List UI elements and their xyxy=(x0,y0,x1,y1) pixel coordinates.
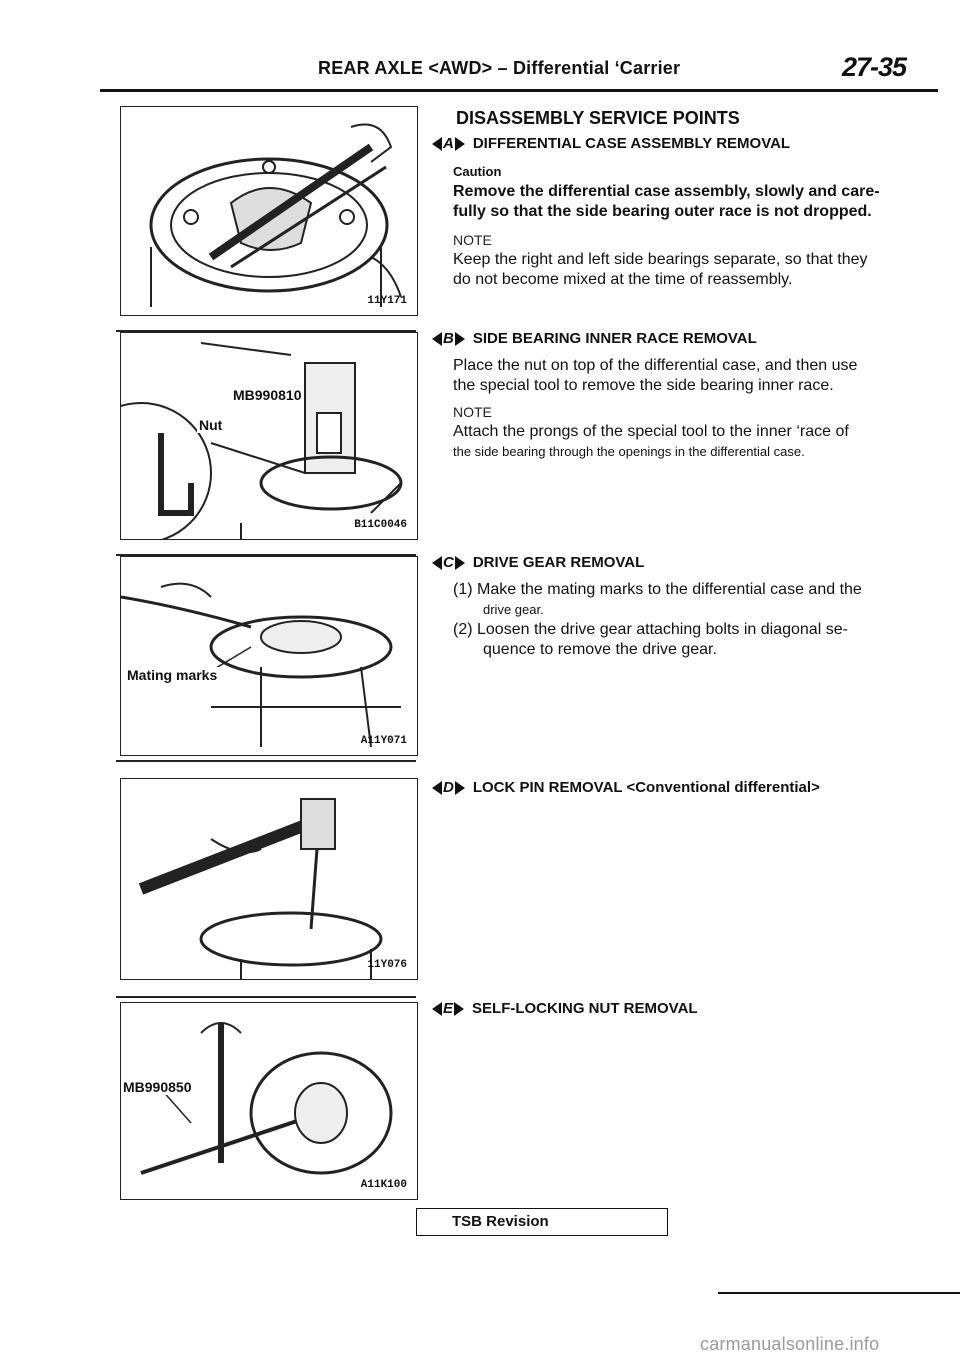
tsb-revision-box: TSB Revision xyxy=(416,1208,668,1236)
figure-code: A11K100 xyxy=(360,1179,407,1191)
section-a-marker: A xyxy=(432,135,465,152)
section-a-body: Caution Remove the differential case ass… xyxy=(453,162,931,290)
section-c-title: DRIVE GEAR REMOVAL xyxy=(472,554,645,571)
step-1-line-2: drive gear. xyxy=(483,602,544,617)
note-label: NOTE xyxy=(453,232,492,248)
section-b-title: SIDE BEARING INNER RACE REMOVAL xyxy=(472,330,757,347)
note-label: NOTE xyxy=(453,404,492,420)
step-2-line-2: quence to remove the drive gear. xyxy=(483,641,717,658)
section-d-marker: D xyxy=(432,779,465,796)
section-e-heading: E SELF-LOCKING NUT REMOVAL xyxy=(432,1000,698,1017)
mating-marks-illustration xyxy=(121,582,401,748)
figure-mating-marks: Mating marks A11Y071 xyxy=(120,556,418,756)
tsb-revision-label: TSB Revision xyxy=(452,1213,549,1230)
footer-rule xyxy=(718,1292,960,1294)
case-removal-illustration xyxy=(149,123,402,307)
figure-inner-race: MB990810 Nut B11C0046 xyxy=(120,332,418,540)
caution-line-2: fully so that the side bearing outer rac… xyxy=(453,203,872,220)
section-a-heading: A DIFFERENTIAL CASE ASSEMBLY REMOVAL xyxy=(432,135,790,152)
body-line-2: the special tool to remove the side bear… xyxy=(453,377,834,394)
divider xyxy=(116,760,416,762)
section-c-marker: C xyxy=(432,554,465,571)
note-line-1: Attach the prongs of the special tool to… xyxy=(453,423,849,440)
figure-code: 11Y171 xyxy=(367,295,407,307)
divider xyxy=(116,996,416,998)
caution-line-1: Remove the differential case assembly, s… xyxy=(453,183,880,200)
section-c-heading: C DRIVE GEAR REMOVAL xyxy=(432,554,644,571)
figure-case-removal: 11Y171 xyxy=(120,106,418,316)
note-line-2: do not become mixed at the time of reass… xyxy=(453,271,793,288)
divider xyxy=(116,330,416,332)
lock-pin-illustration xyxy=(138,798,383,979)
callout-mating-marks: Mating marks xyxy=(125,667,220,683)
watermark: carmanualsonline.info xyxy=(700,1334,880,1354)
callout-nut: Nut xyxy=(197,417,225,433)
note-line-1: Keep the right and left side bearings se… xyxy=(453,251,868,268)
figure-code: B11C0046 xyxy=(354,519,407,531)
header-rule xyxy=(100,89,938,92)
section-b-marker: B xyxy=(432,330,465,347)
section-e-title: SELF-LOCKING NUT REMOVAL xyxy=(472,1000,698,1017)
divider xyxy=(116,554,416,556)
caution-label: Caution xyxy=(453,164,502,179)
page-title: REAR AXLE <AWD> – Differential ‘Carrier xyxy=(318,58,681,78)
section-e-marker: E xyxy=(432,1000,465,1017)
page-header: REAR AXLE <AWD> – Differential ‘Carrier … xyxy=(0,52,960,88)
section-c-body: (1) Make the mating marks to the differe… xyxy=(453,580,931,660)
callout-mb990850: MB990850 xyxy=(121,1079,194,1095)
figure-self-locking-nut: MB990850 A11K100 xyxy=(120,1002,418,1200)
section-b-body: Place the nut on top of the differential… xyxy=(453,356,931,462)
section-d-heading: D LOCK PIN REMOVAL <Conventional differe… xyxy=(432,779,820,796)
body-line-1: Place the nut on top of the differential… xyxy=(453,357,858,374)
step-1-line-1: (1) Make the mating marks to the differe… xyxy=(453,581,862,598)
figure-lock-pin: 11Y076 xyxy=(120,778,418,980)
figure-code: A11Y071 xyxy=(360,735,407,747)
callout-mb990810: MB990810 xyxy=(231,387,304,403)
main-heading: DISASSEMBLY SERVICE POINTS xyxy=(456,108,740,128)
step-2-line-1: (2) Loosen the drive gear attaching bolt… xyxy=(453,621,848,638)
figure-code: 11Y076 xyxy=(367,959,407,971)
self-locking-nut-illustration xyxy=(140,1022,393,1175)
note-line-2: the side bearing through the openings in… xyxy=(453,444,805,459)
page-number: 27-35 xyxy=(842,52,907,82)
inner-race-illustration xyxy=(121,342,403,539)
section-b-heading: B SIDE BEARING INNER RACE REMOVAL xyxy=(432,330,757,347)
section-a-title: DIFFERENTIAL CASE ASSEMBLY REMOVAL xyxy=(472,135,791,152)
section-d-title: LOCK PIN REMOVAL <Conventional different… xyxy=(472,779,820,796)
